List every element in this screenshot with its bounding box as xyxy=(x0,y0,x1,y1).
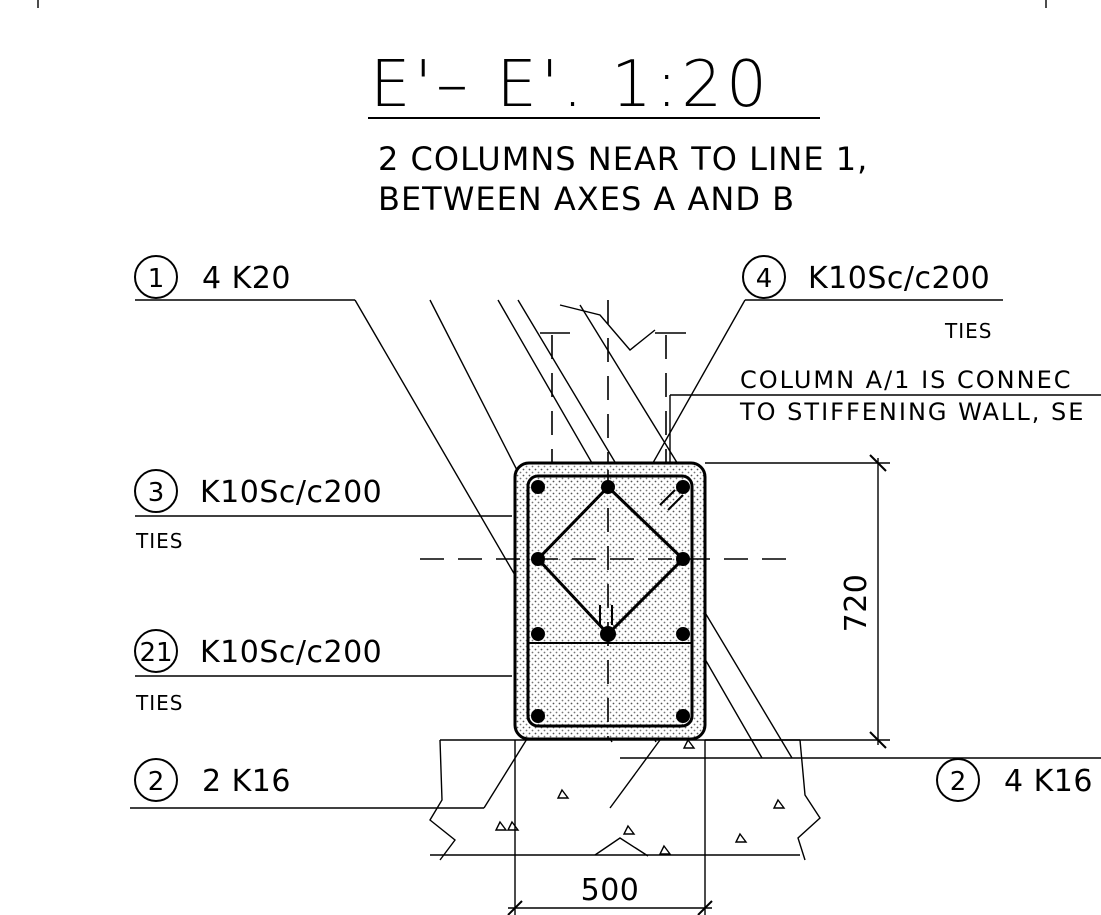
callout-1-number: 1 xyxy=(148,264,165,294)
callout-3-text: K10Sc/c200 xyxy=(200,475,382,510)
rebar-corner-bl xyxy=(531,709,545,723)
rebar-corner-tl xyxy=(531,480,545,494)
callout-2-right-text: 4 K16 xyxy=(1004,764,1093,799)
callout-2-right-bubble xyxy=(936,758,980,802)
note-line-1: COLUMN A/1 IS CONNEC xyxy=(740,366,1073,394)
callout-3-sub: TIES xyxy=(135,529,183,553)
tie-hook-4 xyxy=(667,494,684,511)
callout-4-sub: TIES xyxy=(944,319,992,343)
slab-diagonal xyxy=(609,739,661,809)
callout-21-sub: TIES xyxy=(135,691,183,715)
callout-21: 21 K10Sc/c200 TIES xyxy=(134,629,512,715)
rebar-mid-left xyxy=(531,552,545,566)
column-section xyxy=(420,461,800,741)
rebar-low-left xyxy=(531,627,545,641)
outer-tie xyxy=(526,474,694,728)
dim-width-tick-right xyxy=(697,900,713,915)
callout-21-bubble xyxy=(134,629,178,673)
subtitle-line-1: 2 COLUMNS NEAR TO LINE 1, xyxy=(378,140,868,178)
aggregate-8 xyxy=(682,738,696,749)
dimension-height: 720 xyxy=(705,454,890,749)
dim-height-value: 720 xyxy=(839,574,874,633)
callout-21-number: 21 xyxy=(139,638,172,668)
section-title: E'– E'. 1:20 xyxy=(370,48,771,122)
slab-below xyxy=(429,738,821,915)
callout-21-text: K10Sc/c200 xyxy=(200,635,382,670)
callout-2-left: 2 2 K16 xyxy=(130,717,541,809)
break-line-top xyxy=(559,304,656,351)
callout-3: 3 K10Sc/c200 TIES xyxy=(134,469,512,553)
dimension-width: 500 xyxy=(507,873,713,915)
callout-2-left-text: 2 K16 xyxy=(202,764,291,799)
callout-4: 4 K10Sc/c200 TIES xyxy=(631,255,1003,501)
aggregate-5 xyxy=(658,844,672,855)
column-above-outline xyxy=(540,300,686,470)
slab-break-left xyxy=(429,739,456,861)
dim-height-tick-bottom xyxy=(869,731,887,749)
callout-2-left-number: 2 xyxy=(148,767,165,797)
aggregate-1 xyxy=(556,788,570,799)
dim-height-tick-top xyxy=(869,454,887,472)
tie-hook-3 xyxy=(659,489,676,506)
dim-width-tick-left xyxy=(507,900,523,915)
callout-4-number: 4 xyxy=(756,264,773,294)
rebar-mid-right xyxy=(676,552,690,566)
slab-break-right xyxy=(797,739,821,861)
callout-1: 1 4 K20 xyxy=(134,255,355,301)
aggregate-4 xyxy=(622,824,636,835)
rebar-corner-br xyxy=(676,709,690,723)
callout-4-text: K10Sc/c200 xyxy=(808,261,990,296)
callout-2-right: 2 4 K16 xyxy=(620,757,1101,802)
column-concrete xyxy=(513,461,707,741)
slab-break-bottom xyxy=(594,837,649,857)
callout-3-bubble xyxy=(134,469,178,513)
callout-3-number: 3 xyxy=(148,478,165,508)
dim-width-value: 500 xyxy=(581,873,640,908)
rebar-low-right xyxy=(676,627,690,641)
callout-4-bubble xyxy=(742,255,786,299)
callout-1-bubble xyxy=(134,255,178,299)
aggregate-7 xyxy=(772,798,786,809)
subtitle-line-2: BETWEEN AXES A AND B xyxy=(378,180,795,218)
callout-2-left-bubble xyxy=(134,758,178,802)
callout-1-text: 4 K20 xyxy=(202,261,291,296)
aggregate-6 xyxy=(734,832,748,843)
callout-2-right-number: 2 xyxy=(950,767,967,797)
rebar-top-mid xyxy=(601,480,615,494)
aggregate-3 xyxy=(506,820,520,831)
note-line-2: TO STIFFENING WALL, SE xyxy=(739,398,1085,426)
rebar-low-mid xyxy=(600,626,616,642)
rebar-corner-tr xyxy=(676,480,690,494)
aggregate-2 xyxy=(494,820,508,831)
